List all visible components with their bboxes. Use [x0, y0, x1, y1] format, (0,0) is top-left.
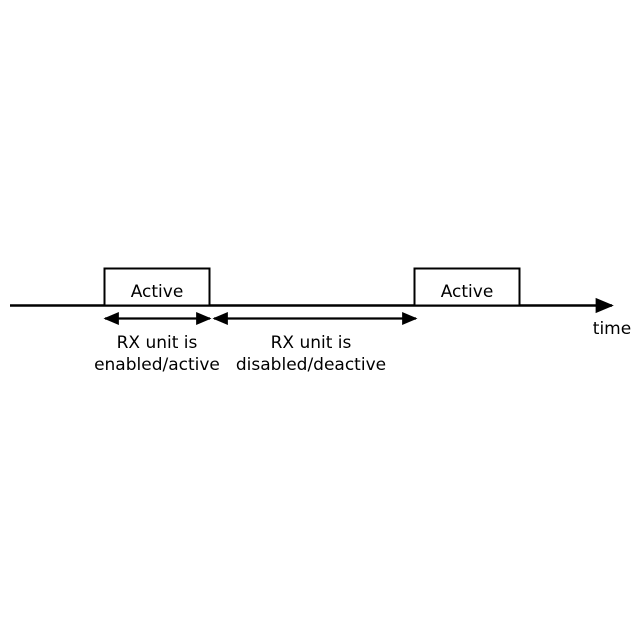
interval-inactive-caption-line2: disabled/deactive [236, 355, 386, 375]
pulse-2-box[interactable] [413, 267, 521, 307]
time-axis-label-group: time [593, 319, 631, 339]
time-axis-label: time [593, 319, 631, 339]
pulse-1-group[interactable]: Active [103, 267, 211, 307]
pulse-1-label: Active [131, 282, 184, 302]
interval-active-caption-line1: RX unit is [117, 333, 198, 353]
interval-active-caption: RX unit is enabled/active [94, 333, 220, 375]
interval-active-caption-line2: enabled/active [94, 355, 220, 375]
pulse-2-label: Active [441, 282, 494, 302]
pulse-2-group[interactable]: Active [413, 267, 521, 307]
pulse-1-box[interactable] [103, 267, 211, 307]
interval-inactive-caption-line1: RX unit is [271, 333, 352, 353]
interval-inactive-caption: RX unit is disabled/deactive [236, 333, 386, 375]
